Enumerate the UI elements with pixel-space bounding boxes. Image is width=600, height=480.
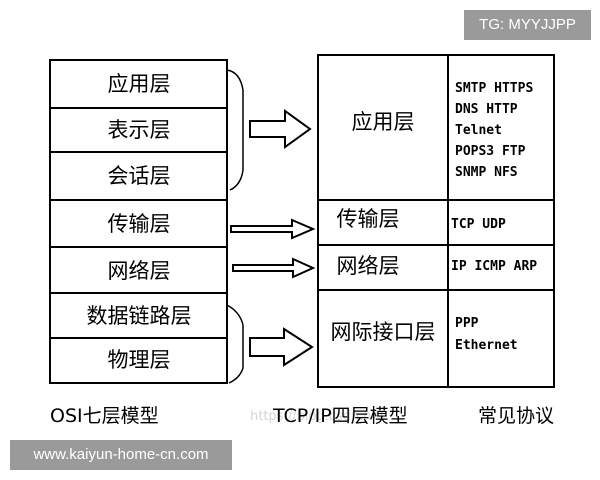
protocol-application-line: DNS HTTP xyxy=(455,102,518,117)
tcpip-layer-interface: 网际接口层 xyxy=(331,320,436,344)
top-watermark-badge: TG: MYYJJPP xyxy=(464,10,591,40)
bottom-watermark-badge: www.kaiyun-home-cn.com xyxy=(10,440,232,470)
osi-layer-transport: 传输层 xyxy=(108,212,171,236)
osi-layer-session: 会话层 xyxy=(108,164,171,188)
osi-layer-physical: 物理层 xyxy=(108,348,171,372)
tcpip-layer-network: 网络层 xyxy=(337,254,400,278)
arrow-interface xyxy=(249,327,314,367)
captions: OSI七层模型 TCP/IP四层模型 常见协议 xyxy=(50,405,554,427)
tcpip-caption: TCP/IP四层模型 xyxy=(272,405,408,427)
osi-layer-network: 网络层 xyxy=(108,259,171,283)
protocol-transport-line: TCP UDP xyxy=(451,217,506,232)
protocol-application-line: SNMP NFS xyxy=(455,165,518,180)
tcpip-layer-labels: 应用层 传输层 网络层 网际接口层 xyxy=(331,110,436,344)
arrow-transport xyxy=(230,218,316,240)
link-group-brace xyxy=(226,304,244,384)
tcpip-grid-frame xyxy=(317,54,555,388)
tcpip-grid xyxy=(317,54,555,388)
protocol-link-line: Ethernet xyxy=(455,338,518,353)
protocol-application-line: Telnet xyxy=(455,123,502,138)
mapping-arrows xyxy=(230,109,316,367)
osi-stack-frame xyxy=(49,59,228,384)
tcpip-layer-transport: 传输层 xyxy=(337,207,400,231)
osi-caption: OSI七层模型 xyxy=(50,405,159,427)
group-braces xyxy=(226,69,244,384)
arrow-network xyxy=(232,257,316,279)
protocol-network-line: IP ICMP ARP xyxy=(451,259,537,274)
protocol-application-line: SMTP HTTPS xyxy=(455,81,533,96)
osi-layer-presentation: 表示层 xyxy=(108,118,171,142)
protocol-labels: SMTP HTTPS DNS HTTP Telnet POPS3 FTP SNM… xyxy=(451,81,537,353)
osi-stack xyxy=(49,59,228,384)
protocol-link-line: PPP xyxy=(455,316,479,331)
protocols-caption: 常见协议 xyxy=(478,405,554,427)
faint-watermark: https://blog.csdn.net xyxy=(250,409,385,424)
osi-layer-application: 应用层 xyxy=(108,72,171,96)
osi-layer-labels: 应用层 表示层 会话层 传输层 网络层 数据链路层 物理层 xyxy=(87,72,192,372)
tcpip-layer-application: 应用层 xyxy=(352,110,415,134)
application-group-brace xyxy=(226,69,244,191)
arrow-application xyxy=(249,109,312,149)
protocol-application-line: POPS3 FTP xyxy=(455,144,526,159)
osi-layer-datalink: 数据链路层 xyxy=(87,304,192,328)
